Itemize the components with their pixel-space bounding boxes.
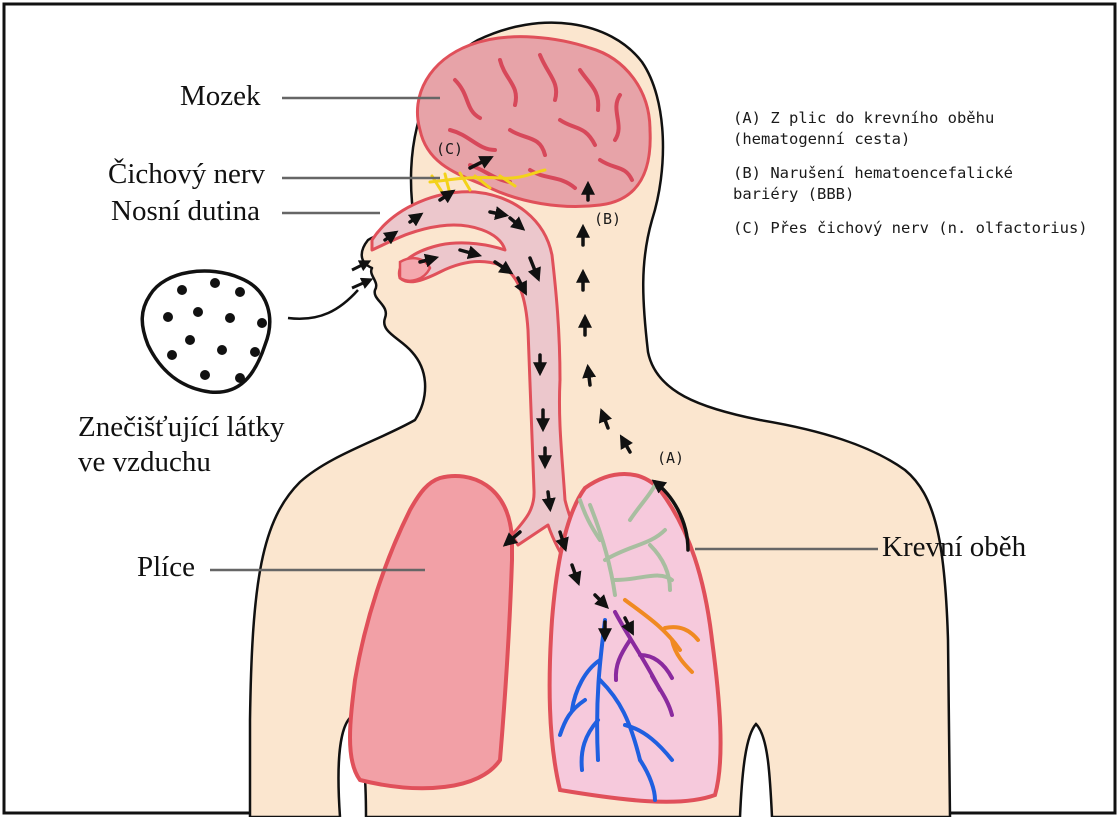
pollutant-cloud (142, 271, 269, 392)
blood-circulation-label: Krevní oběh (882, 531, 1026, 564)
legend-item-b: (B) Narušení hematoencefalické bariéry (… (733, 163, 1103, 205)
route-tag-c: (C) (436, 140, 463, 158)
lungs-label: Plíce (137, 551, 195, 584)
legend-item-b-line1: (B) Narušení hematoencefalické (733, 164, 1013, 182)
pollutants-label-line1: Znečišťující látky (78, 411, 284, 444)
route-tag-b: (B) (594, 210, 621, 228)
legend-item-a-line2: (hematogenní cesta) (733, 130, 910, 148)
inhalation-arrow-lower (352, 280, 370, 288)
legend-item-c: (C) Přes čichový nerv (n. olfactorius) (733, 218, 1103, 239)
route-tag-a: (A) (657, 449, 684, 467)
legend-item-a: (A) Z plic do krevního oběhu (hematogenn… (733, 108, 1103, 150)
pollutants-label-line2: ve vzduchu (78, 446, 211, 479)
brain-label: Mozek (180, 80, 261, 113)
inhalation-line (288, 290, 358, 319)
nasal-cavity-label: Nosní dutina (111, 195, 260, 228)
legend-item-b-line2: bariéry (BBB) (733, 185, 854, 203)
route-legend: (A) Z plic do krevního oběhu (hematogenn… (733, 108, 1103, 252)
legend-item-a-line1: (A) Z plic do krevního oběhu (733, 109, 994, 127)
inhalation-arrow-upper (352, 262, 368, 270)
olfactory-nerve-label: Čichový nerv (108, 158, 265, 191)
legend-item-c-line1: (C) Přes čichový nerv (n. olfactorius) (733, 219, 1088, 237)
